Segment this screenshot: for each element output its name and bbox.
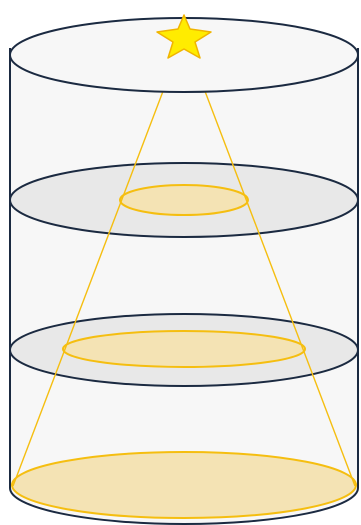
upper-light-section — [120, 185, 248, 215]
lower-light-section — [63, 331, 305, 367]
base-light-section — [12, 452, 356, 518]
